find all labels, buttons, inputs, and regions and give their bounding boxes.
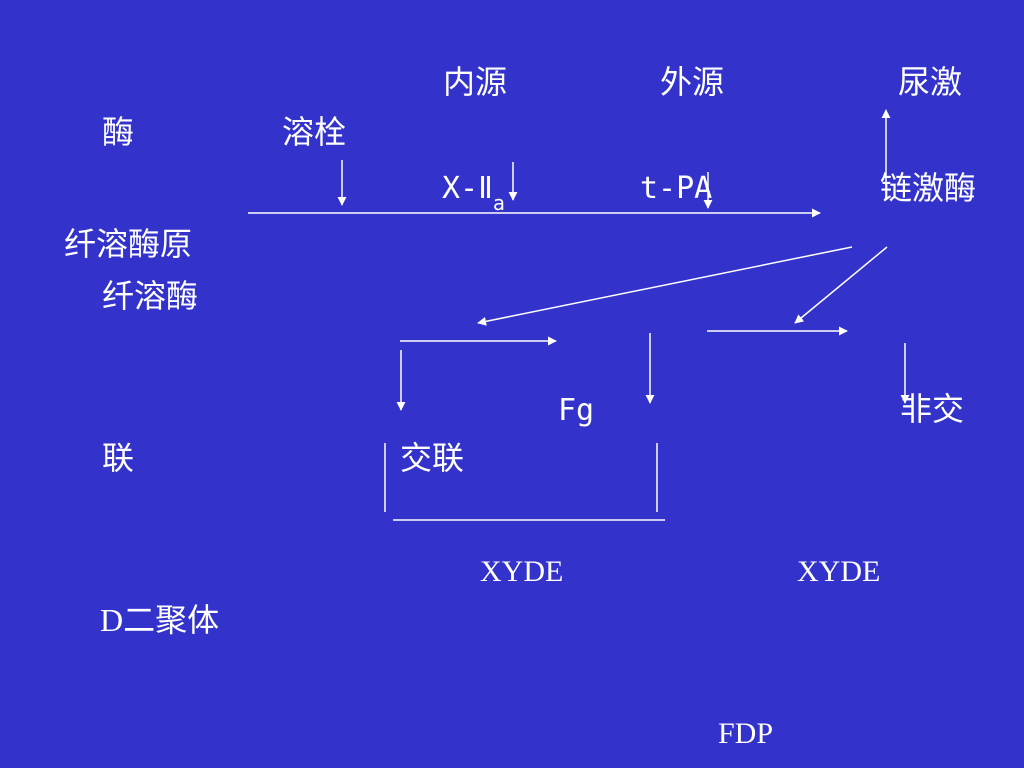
label-intrinsic: 内源 <box>443 63 508 101</box>
label-xyde-right: XYDE <box>797 555 881 588</box>
label-factor-subscript: a <box>492 191 505 215</box>
label-fdp: FDP <box>718 717 774 750</box>
label-crosslinked: 交联 <box>400 439 465 477</box>
label-extrinsic: 外源 <box>660 63 725 101</box>
label-plasmin: 纤溶酶 <box>102 277 199 315</box>
label-noncrosslinked-part2: 联 <box>102 439 135 477</box>
label-urokinase-part2: 酶 <box>102 113 135 151</box>
label-factor: X-Ⅱa <box>442 171 505 214</box>
label-xyde-left: XYDE <box>480 555 564 588</box>
label-plasminogen: 纤溶酶原 <box>64 225 193 263</box>
label-urokinase-part1: 尿激 <box>898 63 963 101</box>
label-tpa: t-PA <box>640 171 713 206</box>
label-factor-prefix: X-Ⅱ <box>442 171 493 206</box>
label-d-dimer: D二聚体 <box>100 602 220 638</box>
arrow-plasmin-to-right <box>794 246 888 324</box>
label-noncrosslinked-part1: 非交 <box>900 390 965 428</box>
label-thrombolysis: 溶栓 <box>282 113 347 151</box>
label-streptokinase: 链激酶 <box>880 169 977 207</box>
arrow-plasmin-to-left <box>477 246 853 326</box>
label-fibrinogen: Fg <box>558 393 595 428</box>
